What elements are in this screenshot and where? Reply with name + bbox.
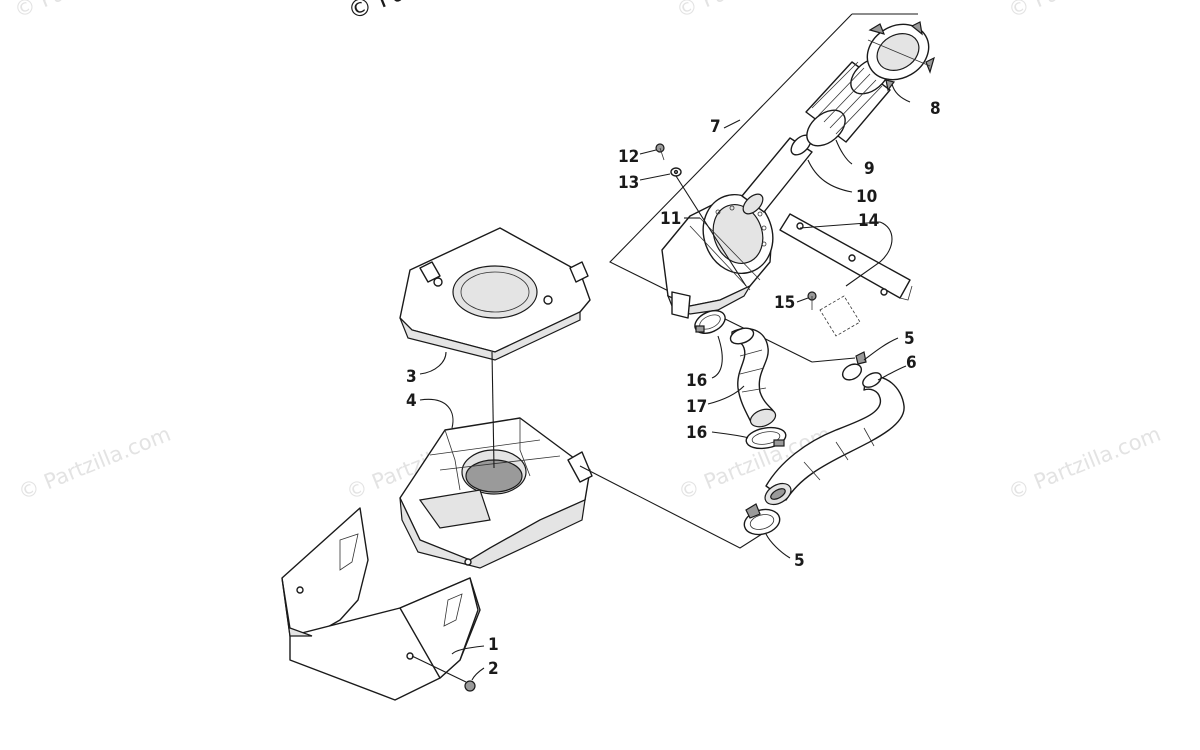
part-5-clamp-lower [743,503,781,536]
callout-7: 7 [710,117,721,137]
part-2-screw [411,655,476,692]
part-14-bracket [779,213,913,301]
watermark: © Partzilla.com [11,0,170,23]
callout-labels: 1 2 3 4 5 5 6 7 8 9 10 11 12 13 14 15 16… [406,99,941,679]
callout-3: 3 [406,367,417,387]
callout-17: 17 [686,397,707,417]
part-10-tube [741,134,813,215]
callout-9: 9 [864,159,875,179]
part-16-clamp-upper [694,309,726,335]
part-11-airbox-housing [661,193,774,319]
leader-lines [419,83,911,681]
part-6-intake-hose [764,372,905,506]
leader-4-5 [579,465,763,549]
callout-6: 6 [906,353,917,373]
part-5-clamp-upper [841,351,867,381]
part-8-end-cap [866,21,935,92]
part-4-airbox-base [399,417,593,569]
part-13-washer [670,167,682,177]
callout-13: 13 [618,173,639,193]
part-16-clamp-lower [745,426,787,450]
callout-12: 12 [618,147,639,167]
part-3-cover [399,227,591,361]
leader-3-4 [491,351,495,469]
callout-4: 4 [406,391,417,411]
part-17-elbow-hose [729,327,777,428]
watermark-top: © Pa [344,0,410,26]
callout-15: 15 [774,293,795,313]
callout-11: 11 [660,209,681,229]
part-1-bracket [281,507,481,701]
watermark: © Partzilla.com [673,0,832,23]
part-15-bolt [807,291,861,337]
leader-13 [675,175,747,287]
callout-2: 2 [488,659,499,679]
part-12-bolt [655,143,665,161]
callout-16-upper: 16 [686,371,707,391]
callout-10: 10 [856,187,877,207]
watermark-group: © Partzilla.com © Partzilla.com © Partzi… [11,0,1164,505]
watermark: © Partzilla.com [15,422,174,505]
callout-5-upper: 5 [904,329,915,349]
watermark: © Partzilla.com [1005,0,1164,23]
watermark: © Partzilla.com [1005,422,1164,505]
callout-5-lower: 5 [794,551,805,571]
callout-1: 1 [488,635,499,655]
callout-16-lower: 16 [686,423,707,443]
callout-14: 14 [858,211,879,231]
callout-8: 8 [930,99,941,119]
